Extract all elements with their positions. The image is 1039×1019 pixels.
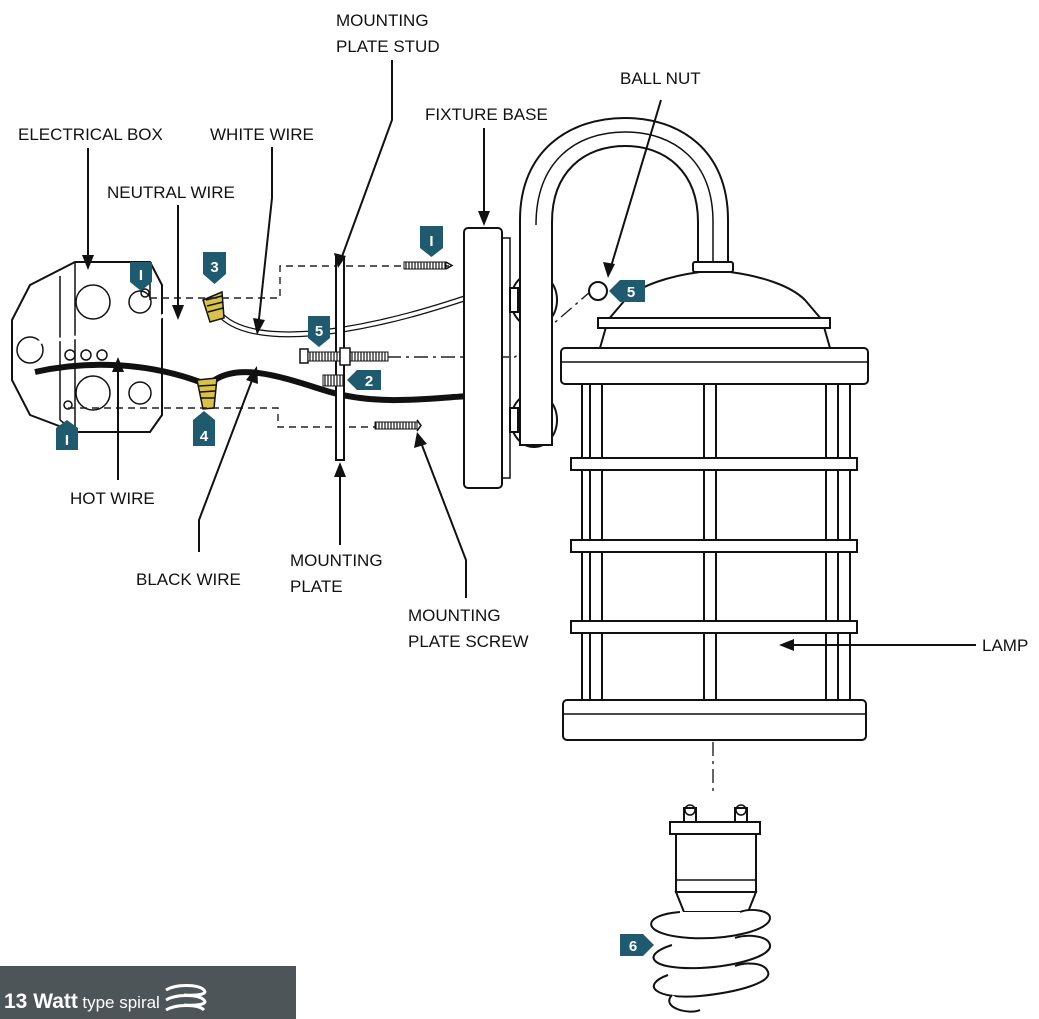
lamp-type-banner: 13 Watt type spiral	[0, 966, 296, 1019]
wires	[34, 293, 473, 404]
label-electrical-box: ELECTRICAL BOX	[18, 125, 163, 144]
step-badge-ball-nut: 5	[609, 280, 645, 302]
svg-text:I: I	[65, 432, 69, 449]
label-lamp: LAMP	[982, 636, 1028, 655]
spiral-lamp-icon	[165, 984, 207, 1012]
label-black-wire: BLACK WIRE	[136, 570, 241, 589]
label-mounting-plate-stud-line1: MOUNTING	[336, 11, 429, 30]
svg-text:2: 2	[365, 373, 373, 390]
label-hot-wire: HOT WIRE	[70, 489, 155, 508]
guide-lines	[68, 265, 714, 792]
label-mounting-plate-stud-line2: PLATE STUD	[336, 37, 440, 56]
mounting-plate-screw-top	[403, 261, 454, 270]
ball-nut	[588, 281, 608, 301]
step-badge-connector-white: 3	[203, 252, 226, 284]
label-mounting-plate-line2: PLATE	[290, 577, 343, 596]
banner-text: 13 Watt type spiral	[4, 974, 210, 1014]
svg-text:5: 5	[315, 323, 323, 340]
step-badge-box-top: I	[130, 262, 152, 291]
svg-text:5: 5	[627, 284, 635, 301]
svg-text:3: 3	[210, 259, 218, 276]
svg-text:4: 4	[200, 428, 209, 445]
svg-text:I: I	[139, 267, 143, 284]
label-ball-nut: BALL NUT	[620, 69, 701, 88]
nut	[322, 374, 344, 387]
leader-lines	[82, 60, 976, 651]
svg-text:I: I	[429, 233, 433, 250]
label-mounting-plate-screw-line2: PLATE SCREW	[408, 632, 529, 651]
label-mounting-plate-line1: MOUNTING	[290, 551, 383, 570]
banner-wattage: 13 Watt	[4, 990, 78, 1013]
lantern	[560, 261, 869, 741]
step-badge-plate-screw-top: I	[420, 226, 443, 257]
label-neutral-wire: NEUTRAL WIRE	[107, 183, 235, 202]
label-mounting-plate-screw-line1: MOUNTING	[408, 606, 501, 625]
step-badge-lamp: 6	[620, 934, 654, 956]
label-white-wire: WHITE WIRE	[210, 125, 314, 144]
svg-text:6: 6	[629, 938, 637, 955]
step-badge-stud: 5	[308, 316, 330, 347]
step-badge-connector-black: 4	[193, 411, 215, 446]
step-badge-nut: 2	[347, 370, 381, 390]
banner-type: type spiral	[82, 993, 160, 1012]
wire-connector-black	[196, 377, 218, 410]
labels: MOUNTING PLATE STUD BALL NUT ELECTRICAL …	[18, 11, 1028, 655]
lamp	[650, 804, 772, 1013]
step-badge-box-bottom: I	[56, 420, 78, 450]
mounting-plate-screw-bottom	[374, 419, 422, 432]
label-fixture-base: FIXTURE BASE	[425, 105, 548, 124]
mounting-plate-stud	[299, 347, 389, 366]
step-badges: I 3 I 4 I 5 2 5	[56, 226, 654, 956]
fixture-arm	[519, 116, 729, 446]
electrical-box	[11, 261, 163, 433]
wire-connector-white	[202, 290, 225, 323]
